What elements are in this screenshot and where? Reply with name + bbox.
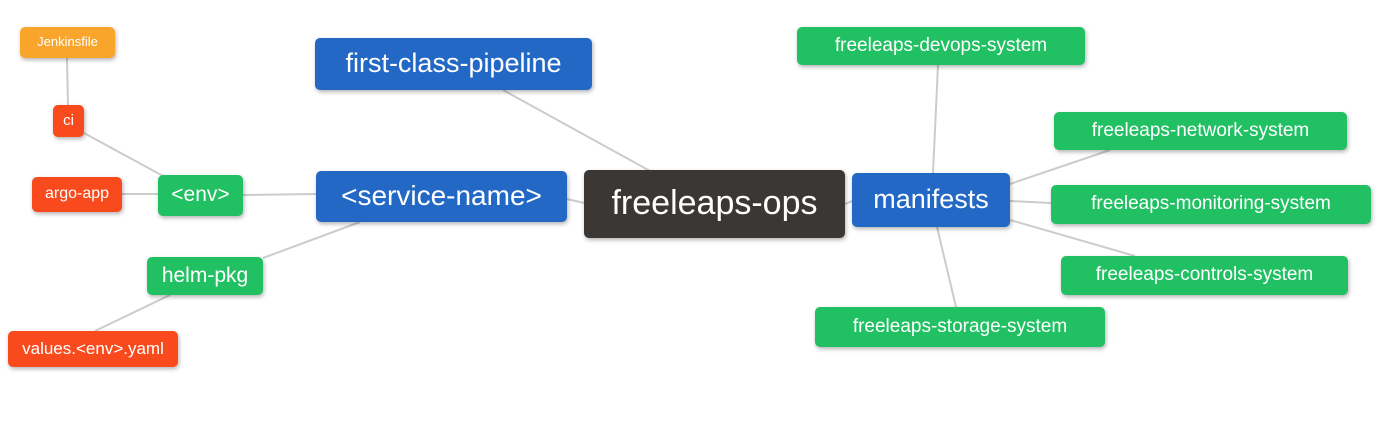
edge-service-name-to-helm-pkg bbox=[262, 221, 361, 259]
node-label: freeleaps-monitoring-system bbox=[1091, 193, 1331, 214]
node-label: freeleaps-storage-system bbox=[852, 315, 1068, 337]
node-label: ci bbox=[63, 111, 74, 129]
edge-manifests-to-freeleaps-network-system bbox=[1009, 149, 1111, 185]
node-label: manifests bbox=[873, 183, 989, 214]
edge-first-class-pipeline-to-freeleaps-ops bbox=[502, 89, 651, 172]
edge-helm-pkg-to-values-env-yaml bbox=[94, 294, 171, 332]
node-ci[interactable]: ci bbox=[53, 105, 84, 137]
node-label: <service-name> bbox=[341, 179, 542, 211]
edge-freeleaps-ops-to-manifests bbox=[844, 200, 853, 205]
node-first-class-pipeline[interactable]: first-class-pipeline bbox=[315, 38, 592, 90]
node-helm-pkg[interactable]: helm-pkg bbox=[147, 257, 263, 295]
node-label: values.<env>.yaml bbox=[22, 338, 164, 358]
edge-freeleaps-devops-system-to-manifests bbox=[932, 64, 939, 174]
edge-manifests-to-freeleaps-storage-system bbox=[936, 226, 957, 308]
node-freeleaps-network-system[interactable]: freeleaps-network-system bbox=[1054, 112, 1347, 150]
node-freeleaps-devops-system[interactable]: freeleaps-devops-system bbox=[797, 27, 1085, 65]
node-service-name[interactable]: <service-name> bbox=[316, 171, 567, 222]
edge-env-to-service-name bbox=[242, 193, 317, 196]
node-values-env-yaml[interactable]: values.<env>.yaml bbox=[8, 331, 178, 367]
edge-ci-to-env bbox=[83, 132, 164, 177]
node-label: Jenkinsfile bbox=[37, 34, 98, 49]
node-label: <env> bbox=[171, 183, 230, 206]
node-freeleaps-monitoring-system[interactable]: freeleaps-monitoring-system bbox=[1051, 185, 1371, 224]
edge-service-name-to-freeleaps-ops bbox=[566, 198, 585, 204]
node-label: freeleaps-ops bbox=[611, 184, 818, 222]
node-freeleaps-controls-system[interactable]: freeleaps-controls-system bbox=[1061, 256, 1348, 295]
node-argo-app[interactable]: argo-app bbox=[32, 177, 122, 212]
node-label: freeleaps-controls-system bbox=[1095, 264, 1314, 285]
node-label: helm-pkg bbox=[161, 263, 249, 287]
node-label: freeleaps-network-system bbox=[1091, 119, 1310, 141]
node-env[interactable]: <env> bbox=[158, 175, 243, 216]
edge-jenkinsfile-to-ci bbox=[66, 57, 69, 106]
node-label: freeleaps-devops-system bbox=[834, 34, 1048, 56]
node-freeleaps-ops[interactable]: freeleaps-ops bbox=[584, 170, 845, 238]
node-manifests[interactable]: manifests bbox=[852, 173, 1010, 227]
node-label: first-class-pipeline bbox=[345, 47, 562, 78]
node-freeleaps-storage-system[interactable]: freeleaps-storage-system bbox=[815, 307, 1105, 347]
edge-manifests-to-freeleaps-monitoring-system bbox=[1009, 200, 1052, 204]
node-label: argo-app bbox=[44, 184, 110, 202]
edge-manifests-to-freeleaps-controls-system bbox=[1009, 219, 1136, 257]
node-jenkinsfile[interactable]: Jenkinsfile bbox=[20, 27, 115, 58]
